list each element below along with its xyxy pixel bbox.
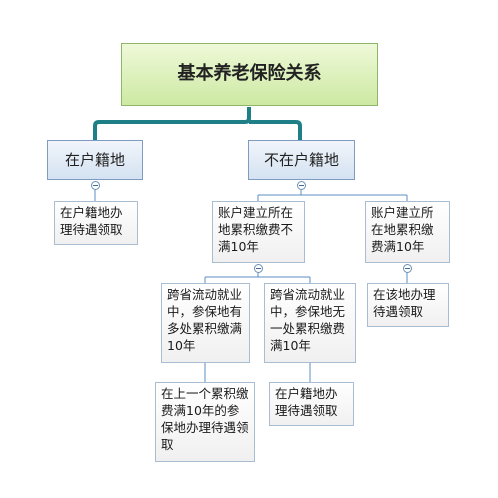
subtopic-claim-at-registration[interactable]: 在户籍地办理待遇领取 (54, 201, 138, 245)
subtopic-claim-at-registration-2[interactable]: 在户籍地办理待遇领取 (269, 382, 354, 426)
collapse-toggle-icon[interactable] (254, 264, 263, 273)
subtopic-label: 账户建立所在地累积缴费不满10年 (218, 205, 294, 254)
collapse-toggle-icon[interactable] (297, 181, 306, 190)
topic-not-in-household-registration[interactable]: 不在户籍地 (248, 140, 355, 180)
subtopic-full-10-years[interactable]: 账户建立所在地累积缴费满10年 (365, 201, 450, 263)
subtopic-label: 在该地办理待遇领取 (373, 287, 436, 319)
root-topic-label: 基本养老保险关系 (177, 63, 322, 85)
subtopic-no-place-10-years[interactable]: 跨省流动就业中，参保地无一处累积缴费满10年 (264, 283, 356, 363)
topic-in-household-registration[interactable]: 在户籍地 (47, 140, 143, 180)
subtopic-label: 在户籍地办理待遇领取 (60, 205, 123, 237)
subtopic-under-10-years[interactable]: 账户建立所在地累积缴费不满10年 (212, 201, 305, 263)
subtopic-label: 在户籍地办理待遇领取 (275, 386, 338, 418)
subtopic-label: 账户建立所在地累积缴费满10年 (371, 205, 434, 254)
connector-b-split (204, 273, 311, 283)
connector-root-to-buhuji (249, 120, 302, 140)
subtopic-claim-at-this-place[interactable]: 在该地办理待遇领取 (367, 283, 449, 327)
subtopic-label: 在上一个累积缴费满10年的参保地办理待遇领取 (161, 386, 249, 452)
connector-root-to-huji (93, 107, 251, 140)
subtopic-label: 跨省流动就业中，参保地无一处累积缴费满10年 (270, 287, 346, 353)
topic-label: 不在户籍地 (263, 150, 339, 169)
subtopic-multiple-places-10-years[interactable]: 跨省流动就业中，参保地有多处累积缴满10年 (161, 283, 250, 363)
topic-label: 在户籍地 (64, 150, 125, 169)
subtopic-claim-at-last-10-year-place[interactable]: 在上一个累积缴费满10年的参保地办理待遇领取 (155, 382, 255, 462)
collapse-toggle-icon[interactable] (91, 181, 100, 190)
connector-buhuji-split (257, 190, 408, 201)
subtopic-label: 跨省流动就业中，参保地有多处累积缴满10年 (167, 287, 243, 353)
collapse-toggle-icon[interactable] (403, 264, 412, 273)
root-topic[interactable]: 基本养老保险关系 (121, 43, 378, 106)
